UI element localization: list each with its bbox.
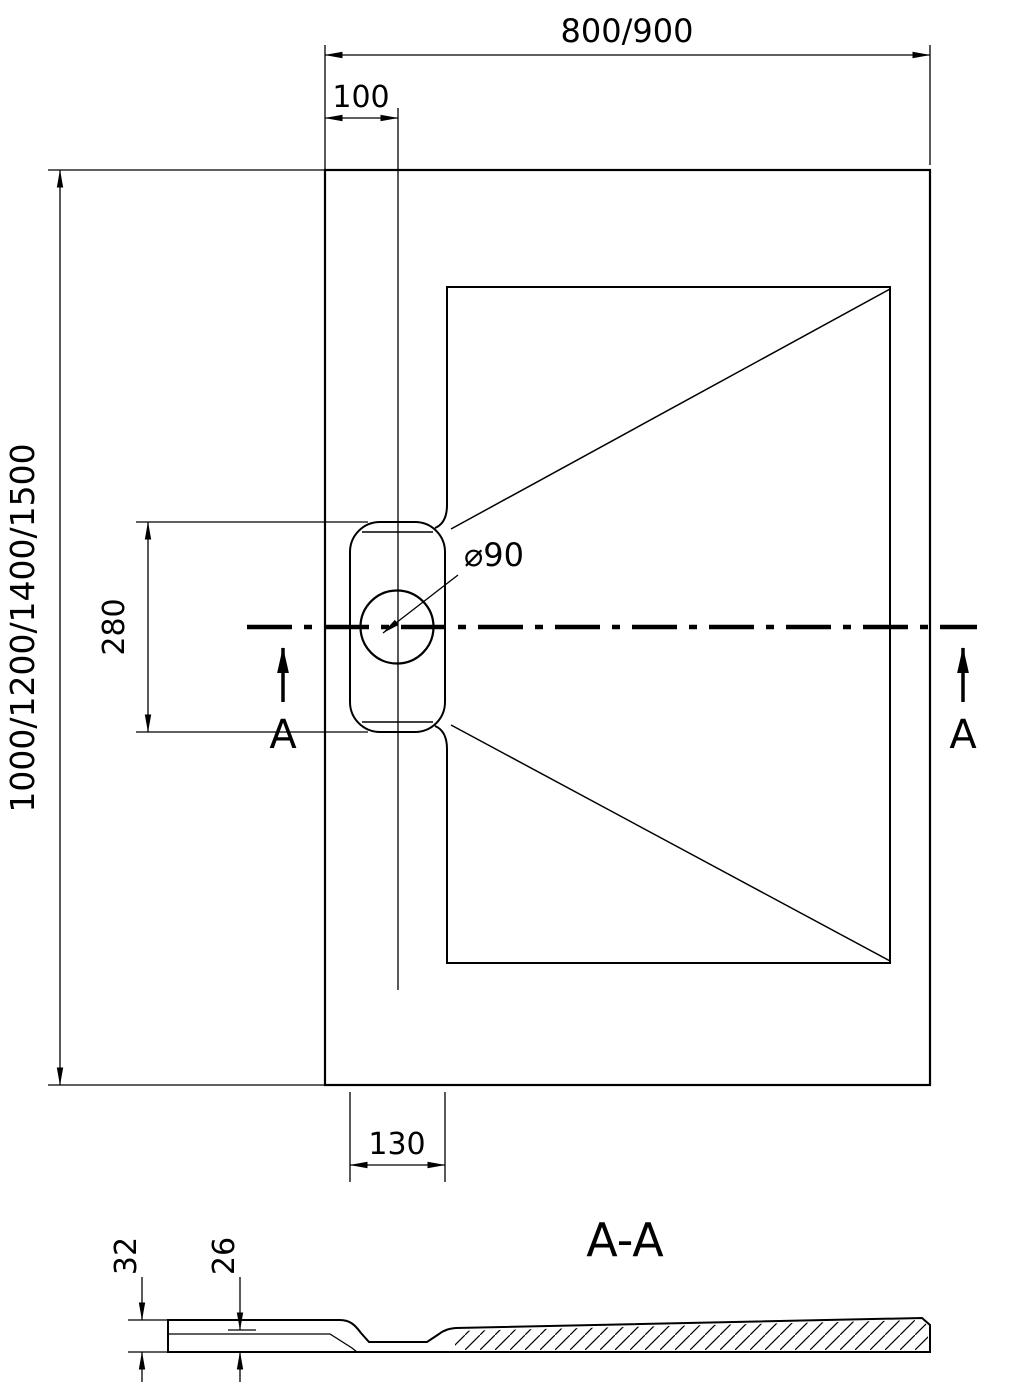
dim-drain-width-label: 130 [368,1127,425,1162]
basin-drain-joint-bottom [434,725,448,750]
dim-drain-offset: 100 [324,80,399,122]
dim-drain-zone: 280 [97,521,368,733]
section-outline [167,1316,931,1353]
dim-thickness-inner-label: 26 [207,1237,242,1275]
dim-thickness-inner: 26 [207,1237,256,1382]
section-mark-right: A [949,712,977,758]
section-hatch [455,1320,928,1350]
plan-view [323,108,932,1087]
section-title: A-A [586,1213,664,1267]
dim-thickness-total-extensions [128,1319,170,1353]
dim-length: 1000/1200/1400/1500 [3,169,325,1086]
dim-thickness-total: 32 [109,1237,170,1382]
dim-width-extensions [324,45,931,170]
dim-thickness-total-label: 32 [109,1237,144,1275]
drain-diameter-leader [382,574,459,634]
dim-length-label: 1000/1200/1400/1500 [3,443,42,812]
dim-drain-zone-label: 280 [97,598,132,655]
dim-width-label: 800/900 [561,12,694,50]
cutting-plane: A A [247,624,977,758]
section-view: A-A 32 26 [109,1213,931,1382]
slope-fold-lines [450,288,891,962]
basin-drain-joint-top [434,504,448,529]
drain-diameter-label: ⌀90 [464,536,524,574]
dim-drain-zone-extensions [136,521,368,733]
label-drain-diameter: ⌀90 [382,536,524,634]
dim-drain-offset-label: 100 [332,80,389,115]
section-inner-line [168,1333,358,1353]
dim-width: 800/900 [324,12,931,170]
dim-length-extensions [48,169,325,1086]
dim-drain-width: 130 [349,1092,446,1182]
section-mark-left: A [269,712,297,758]
